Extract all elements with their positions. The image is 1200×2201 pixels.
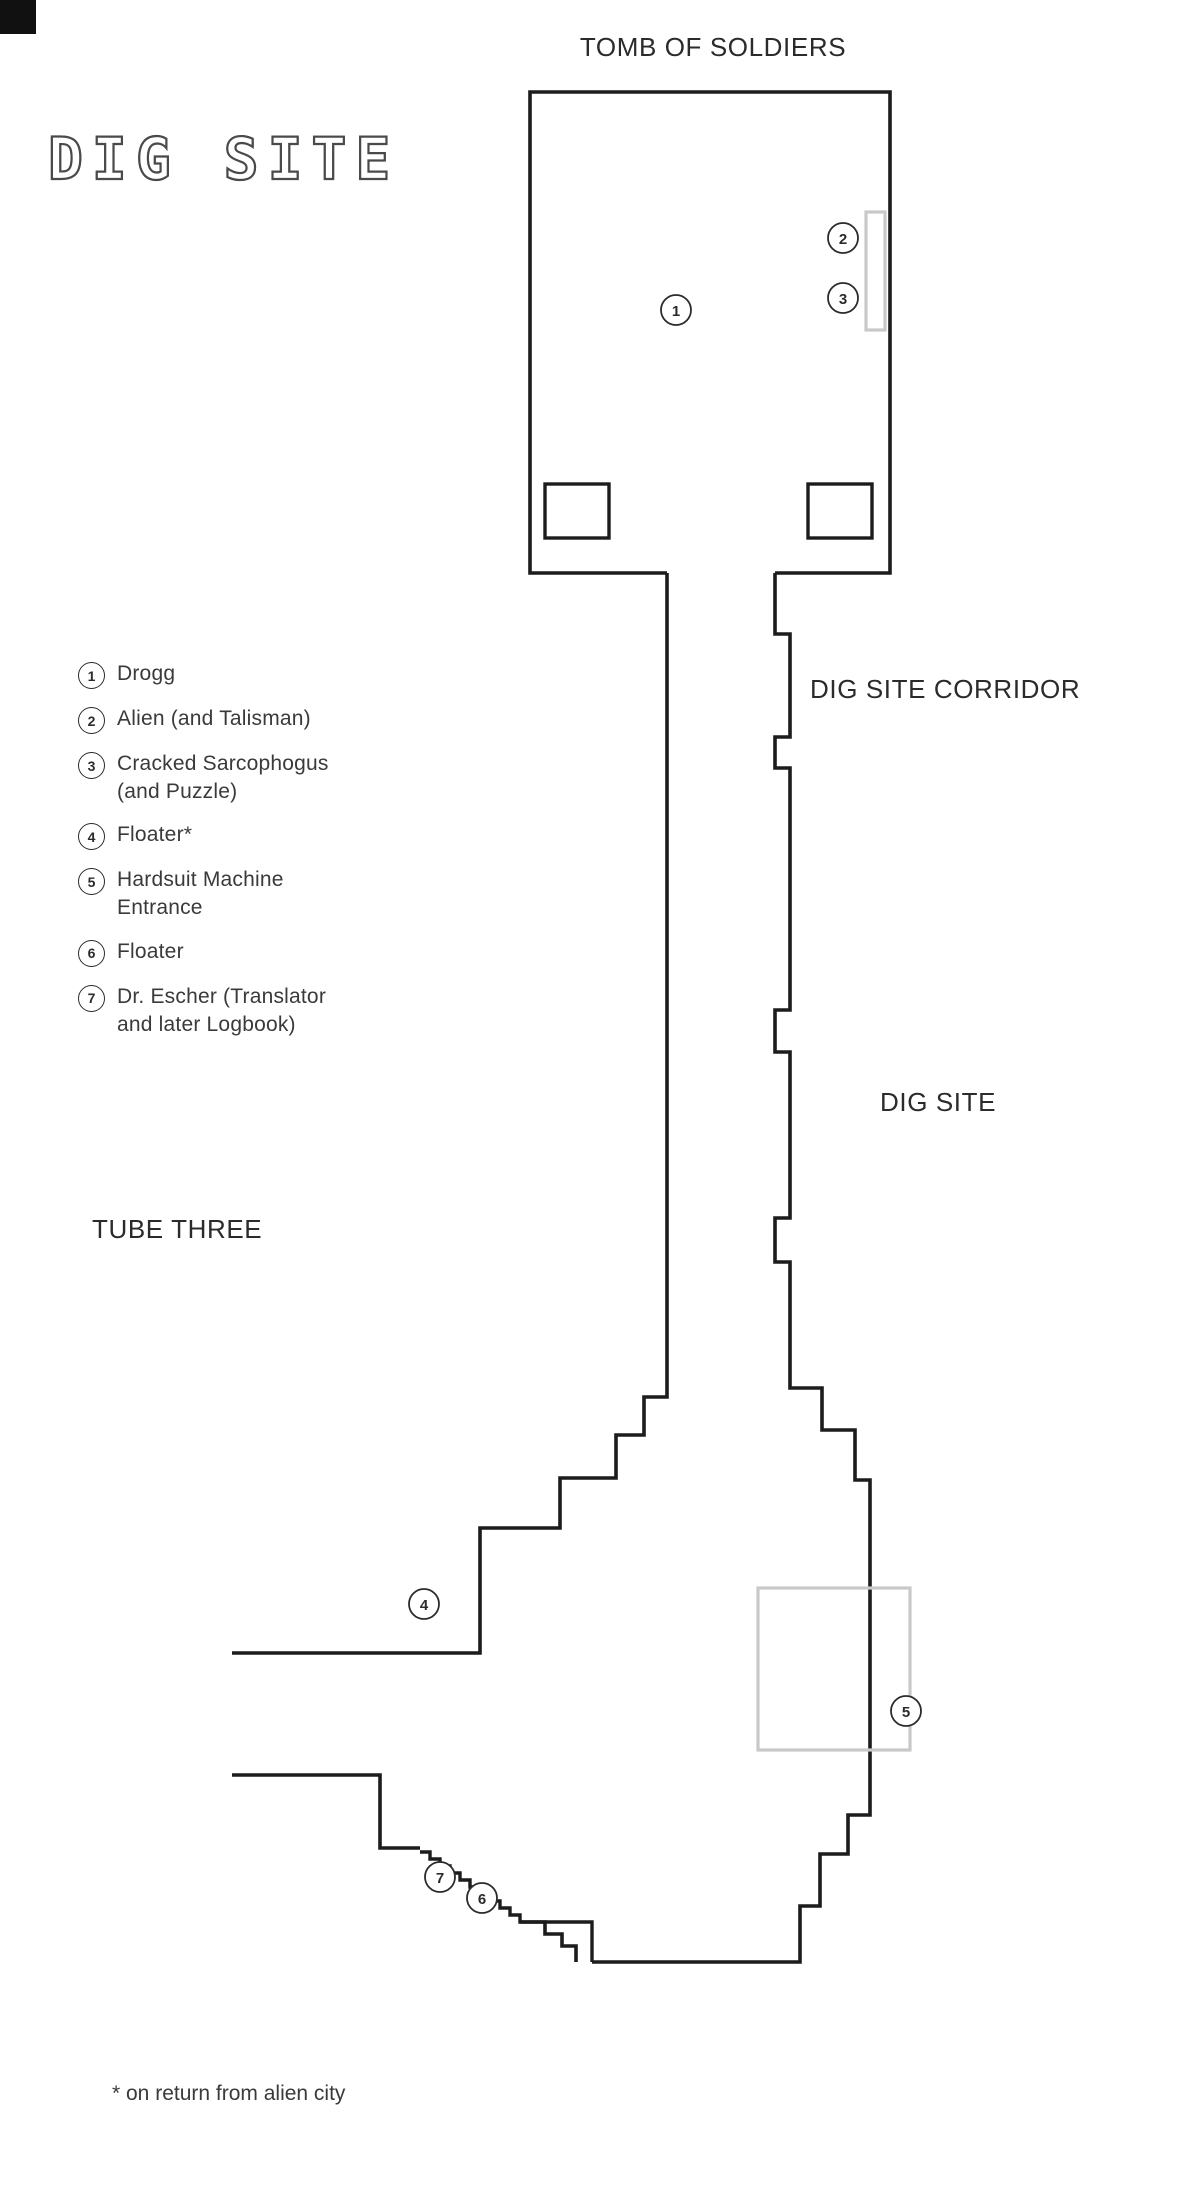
legend-label-1: Drogg	[117, 662, 176, 685]
legend-badge-2: 2	[78, 707, 105, 734]
legend: 1 Drogg 2 Alien (and Talisman) 3 Cracked…	[78, 660, 408, 1054]
corner-registration-mark	[0, 0, 36, 34]
legend-label-2: Alien (and Talisman)	[117, 707, 311, 730]
legend-label-7: Dr. Escher (Translator and later Logbook…	[117, 984, 327, 1036]
legend-item: 2 Alien (and Talisman)	[78, 705, 408, 734]
map-marker-7-num: 7	[436, 1870, 444, 1887]
map-marker-4: 4	[408, 1588, 440, 1620]
room-label-tomb-of-soldiers: TOMB OF SOLDIERS	[580, 32, 846, 62]
corridor-right-wall	[592, 573, 872, 1964]
legend-badge-7: 7	[78, 984, 105, 1012]
map-marker-5: 5	[890, 1695, 922, 1727]
legend-badge-4: 4	[78, 823, 105, 851]
map-marker-2-num: 2	[839, 231, 847, 248]
hardsuit-machine-area	[756, 1586, 912, 1752]
map-marker-7: 7	[424, 1861, 456, 1893]
legend-item: 6 Floater	[78, 938, 408, 967]
lower-stepped-floor	[520, 1920, 578, 1962]
legend-item: 5 Hardsuit Machine Entrance	[78, 866, 408, 921]
legend-item: 4 Floater*	[78, 821, 408, 851]
map-marker-6-num: 6	[478, 1891, 486, 1908]
tomb-fixture-right	[806, 482, 874, 540]
legend-badge-1: 1	[78, 662, 105, 689]
room-label-tube-three: TUBE THREE	[92, 1214, 262, 1244]
room-label-dig-site-corridor: DIG SITE CORRIDOR	[810, 674, 1080, 704]
map-marker-4-num: 4	[420, 1597, 429, 1614]
map-marker-1: 1	[660, 294, 692, 326]
footnote: * on return from alien city	[112, 2082, 346, 2105]
map-marker-3: 3	[827, 282, 859, 314]
page-title: DIG SITE	[47, 125, 400, 193]
tube-three-floor	[232, 1773, 420, 1850]
map-marker-3-num: 3	[839, 291, 847, 308]
map-marker-6: 6	[466, 1882, 498, 1914]
legend-badge-3: 3	[78, 752, 105, 779]
legend-badge-6: 6	[78, 939, 105, 967]
room-label-dig-site: DIG SITE	[880, 1087, 996, 1117]
legend-item: 1 Drogg	[78, 660, 408, 689]
legend-item: 7 Dr. Escher (Translator and later Logbo…	[78, 983, 408, 1038]
legend-label-5: Hardsuit Machine Entrance	[117, 868, 284, 920]
map-marker-2: 2	[827, 222, 859, 254]
legend-label-6: Floater	[117, 939, 184, 963]
map-marker-1-num: 1	[672, 303, 680, 320]
legend-item: 3 Cracked Sarcophogus (and Puzzle)	[78, 750, 408, 805]
map-marker-5-num: 5	[902, 1704, 910, 1721]
tomb-of-soldiers-walls	[528, 90, 892, 575]
tomb-fixture-left	[543, 482, 611, 540]
rubble-slope	[420, 1850, 594, 1962]
legend-label-4: Floater*	[117, 823, 193, 847]
legend-badge-5: 5	[78, 868, 105, 896]
legend-label-3: Cracked Sarcophogus (and Puzzle)	[117, 752, 329, 803]
sarcophogus-slab	[864, 210, 887, 332]
